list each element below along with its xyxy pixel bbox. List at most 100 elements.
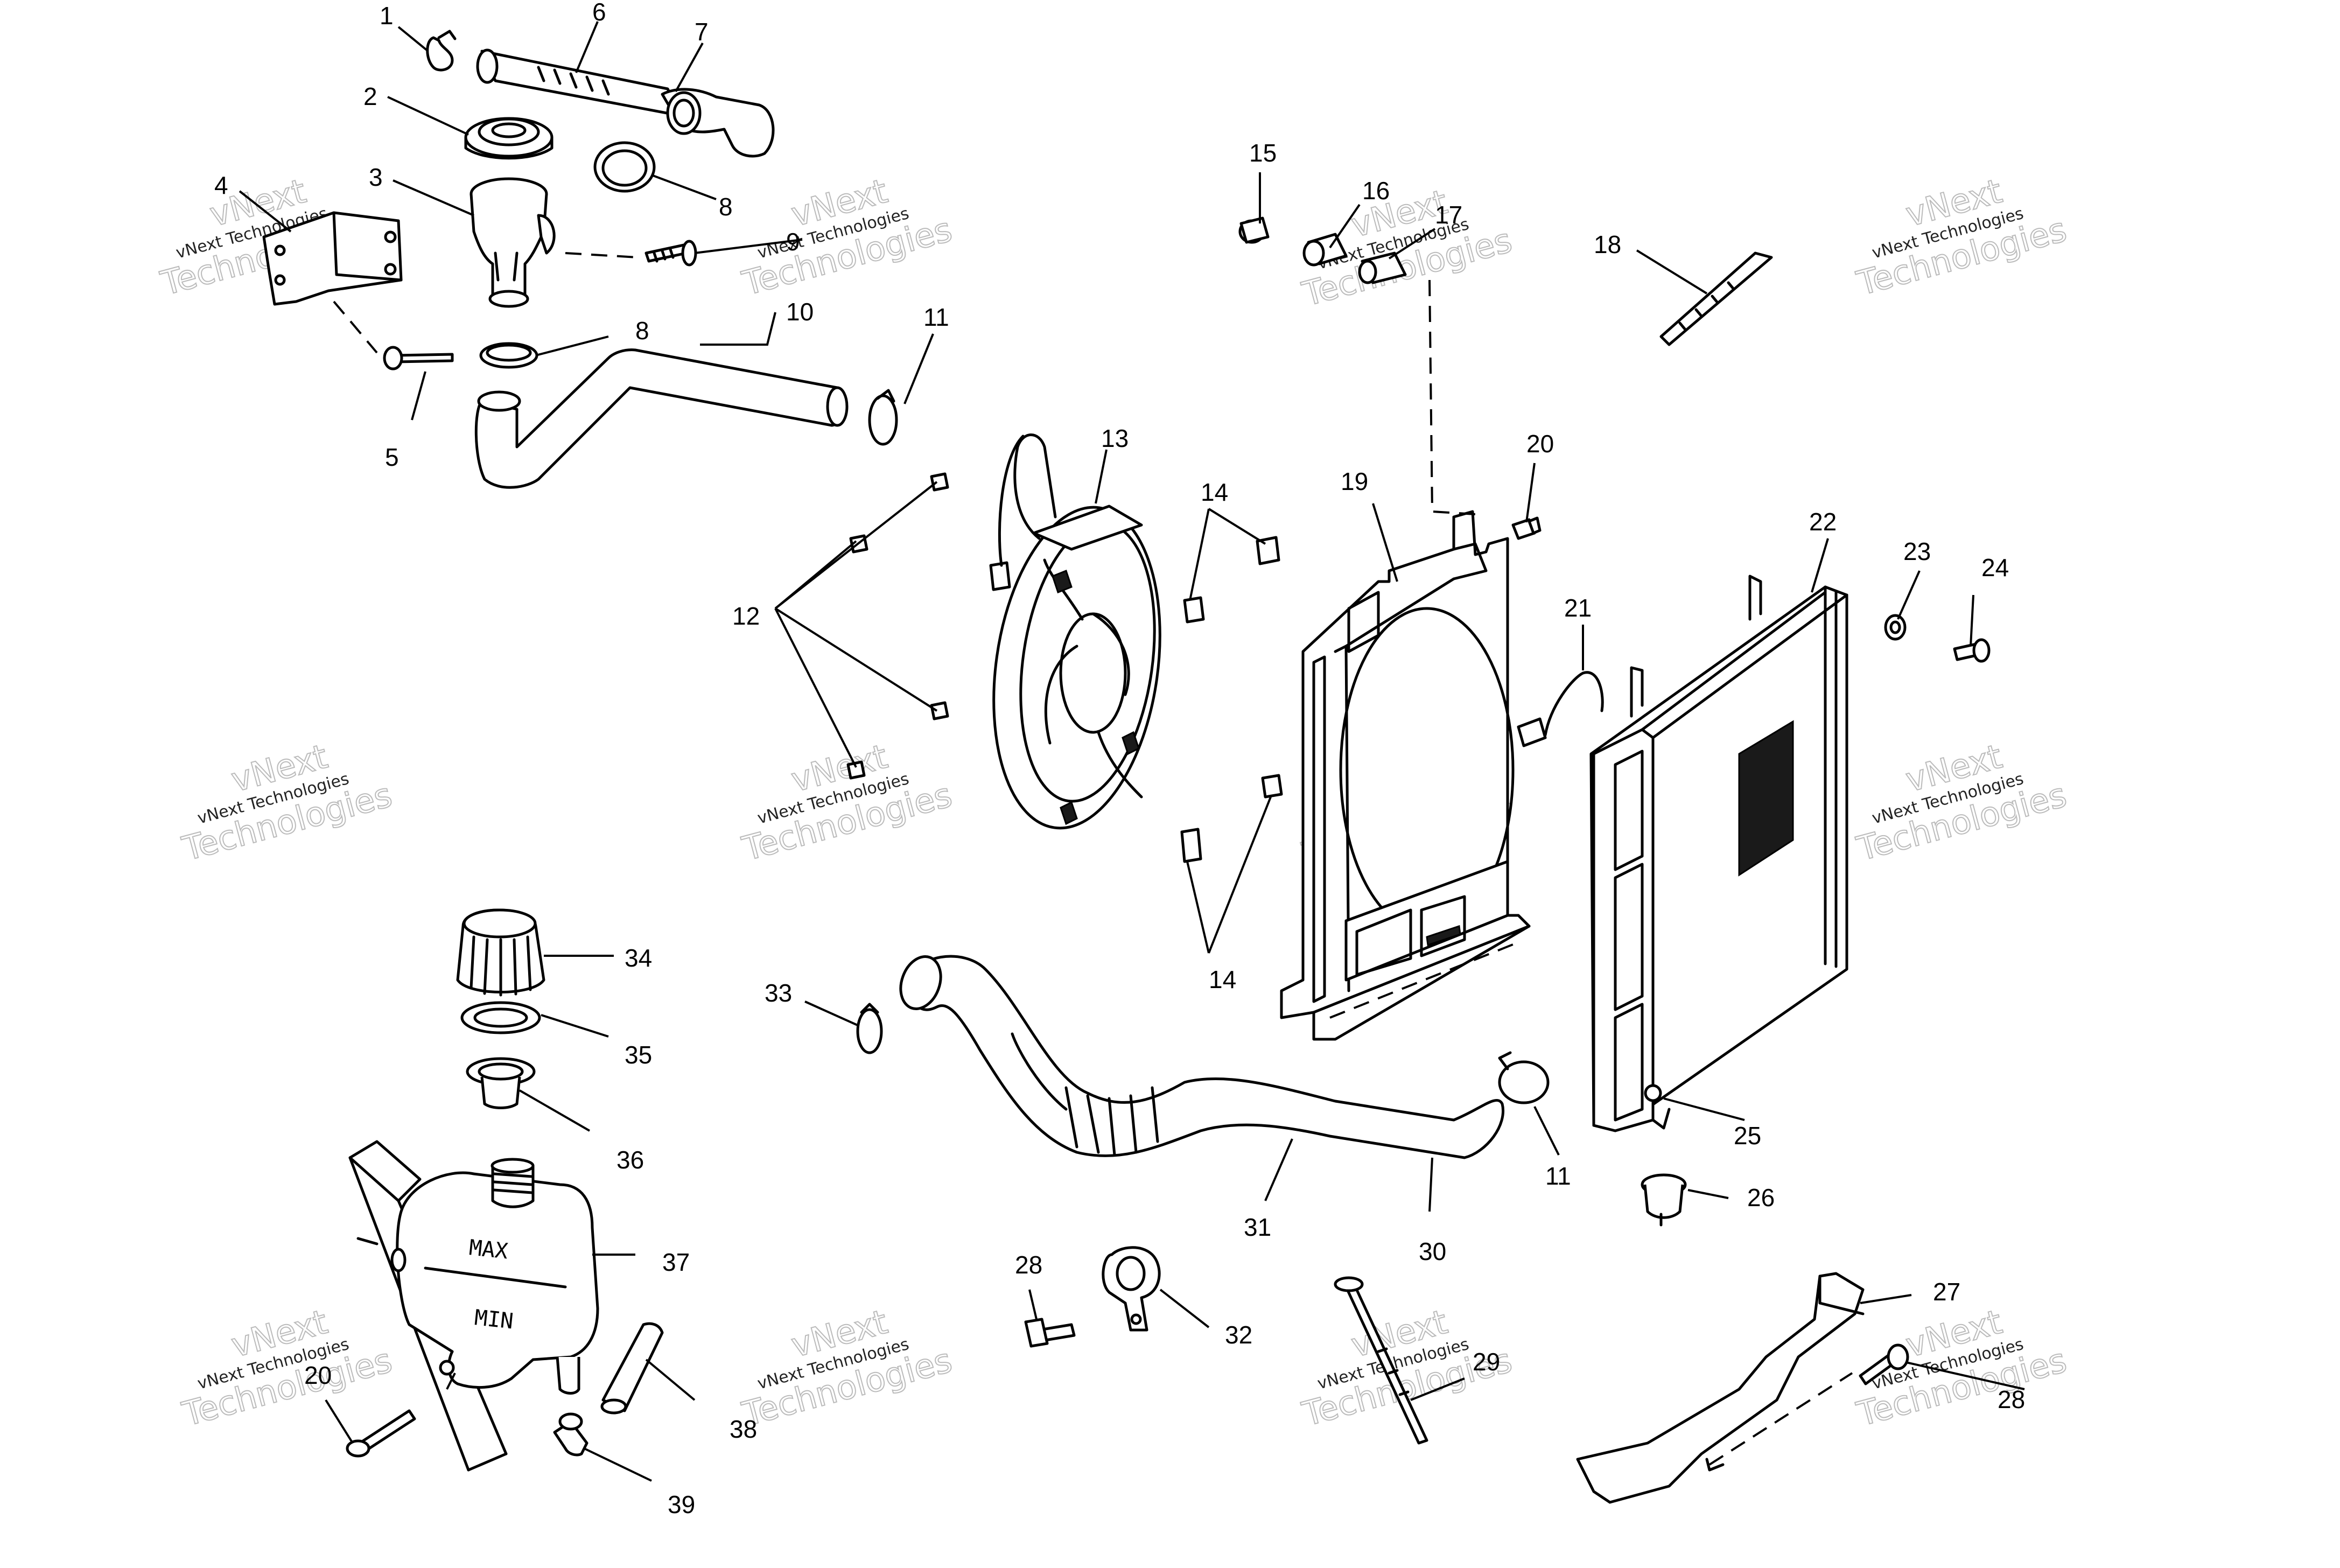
callout-24: 24 (1981, 554, 2009, 582)
callout-1: 1 (380, 2, 394, 30)
callout-33: 33 (765, 979, 792, 1007)
callout-31: 31 (1244, 1213, 1271, 1241)
callout-11-lower: 11 (1545, 1162, 1571, 1190)
callout-22: 22 (1809, 508, 1837, 536)
callout-17: 17 (1435, 201, 1462, 229)
callout-28-right: 28 (1998, 1385, 2025, 1413)
assembly-line (333, 300, 378, 354)
part-11-clamp-lower (1498, 1051, 1550, 1104)
part-39-fitting (553, 1412, 588, 1457)
part-5-screw (383, 346, 454, 370)
assembly-line (565, 252, 639, 258)
part-10-hose (474, 348, 849, 489)
callout-8-upper: 8 (719, 193, 733, 221)
callout-21: 21 (1564, 594, 1592, 622)
leader-lines (239, 21, 2025, 1482)
callout-4: 4 (214, 171, 228, 199)
callout-14-lower: 14 (1209, 965, 1236, 993)
callout-32: 32 (1225, 1321, 1252, 1349)
part-16-sensor (1302, 233, 1348, 267)
callout-13: 13 (1101, 424, 1129, 452)
part-15-sensor-cap (1238, 216, 1270, 244)
callout-labels: 1 6 7 2 3 4 8 9 10 8 11 5 12 13 14 14 15… (214, 0, 2025, 1518)
part-32-p-clamp (1102, 1246, 1161, 1332)
part-9-screw (644, 240, 697, 267)
callout-37: 37 (662, 1248, 690, 1276)
callout-12: 12 (732, 602, 760, 630)
watermark: vNext vNext Technologies Technologies (738, 171, 957, 304)
part-2-radiator-cap (464, 117, 554, 160)
part-17-sensor-boot (1358, 251, 1407, 284)
part-13-fan-assembly (989, 433, 1161, 830)
callout-10: 10 (786, 298, 814, 326)
callout-19: 19 (1341, 467, 1368, 495)
part-36-strainer (466, 1057, 536, 1109)
callout-16: 16 (1362, 177, 1390, 205)
callout-5: 5 (385, 443, 399, 471)
watermark: vNext vNext Technologies Technologies (178, 736, 397, 869)
part-14-clips (1180, 536, 1283, 863)
callout-38: 38 (730, 1415, 757, 1443)
part-30-31-lower-hose (899, 955, 1504, 1159)
callout-39: 39 (668, 1490, 695, 1518)
part-4-bracket (262, 211, 403, 306)
callout-11-upper: 11 (923, 303, 949, 331)
part-38-hose (600, 1322, 664, 1415)
watermark: vNext vNext Technologies Technologies (1852, 1301, 2071, 1434)
part-20-bolt-lower (346, 1409, 416, 1458)
callout-36: 36 (616, 1146, 644, 1174)
callout-30: 30 (1419, 1237, 1446, 1265)
part-24-bolt (1953, 638, 1991, 663)
part-23-washer (1884, 614, 1907, 641)
part-29-long-bolt (1334, 1276, 1428, 1445)
part-37-reservoir-tank: MAX MIN (390, 1158, 599, 1395)
callout-9: 9 (786, 228, 800, 256)
part-28-bolt-left (1024, 1318, 1076, 1348)
part-22-radiator (1589, 575, 1848, 1132)
part-34-reservoir-cap (456, 908, 545, 997)
part-21-wire-harness (1517, 671, 1604, 747)
callout-20-lower: 20 (304, 1361, 332, 1389)
part-1-clamp (426, 30, 457, 72)
part-7-elbow-hose (661, 88, 775, 158)
callout-26: 26 (1747, 1184, 1775, 1212)
part-28-screw-right (1859, 1343, 1909, 1385)
part-11-clamp-upper (868, 389, 898, 446)
watermark: vNext vNext Technologies Technologies (738, 1301, 957, 1434)
tank-max-label: MAX (468, 1235, 509, 1264)
callout-27: 27 (1933, 1278, 1960, 1306)
callout-14-upper: 14 (1201, 478, 1228, 506)
part-18-tie-strap (1659, 251, 1773, 346)
callout-25: 25 (1734, 1122, 1761, 1150)
callout-28-left: 28 (1015, 1251, 1042, 1279)
callout-29: 29 (1473, 1348, 1500, 1376)
callout-15: 15 (1249, 139, 1277, 167)
part-26-grommet (1641, 1173, 1687, 1227)
callout-35: 35 (625, 1041, 652, 1069)
callout-34: 34 (625, 944, 652, 972)
part-33-clamp (856, 1003, 883, 1054)
part-19-fan-shroud (1280, 510, 1531, 1041)
part-35-seal (460, 1001, 541, 1034)
callout-20-upper: 20 (1526, 430, 1554, 458)
part-8-clamp-lower (479, 342, 538, 369)
callout-3: 3 (369, 163, 383, 191)
callout-6: 6 (592, 0, 606, 26)
watermark: vNext vNext Technologies Technologies (1852, 736, 2071, 869)
callout-8-lower: 8 (635, 317, 649, 345)
part-20-bolt-upper (1511, 516, 1542, 540)
part-27-bracket (1576, 1272, 1865, 1504)
part-8-clamp-upper (593, 141, 656, 193)
part-25-drain-plug (1644, 1084, 1662, 1102)
assembly-line (1428, 279, 1476, 515)
callout-23: 23 (1903, 537, 1931, 565)
part-3-filler-neck (470, 177, 556, 308)
callout-7: 7 (695, 18, 709, 46)
watermark: vNext vNext Technologies Technologies (1852, 171, 2071, 304)
callout-18: 18 (1594, 230, 1621, 258)
callout-2: 2 (363, 82, 377, 110)
watermark: vNext vNext Technologies Technologies (738, 736, 957, 869)
part-6-hose (476, 48, 683, 117)
watermark: vNext vNext Technologies Technologies (178, 1301, 397, 1434)
